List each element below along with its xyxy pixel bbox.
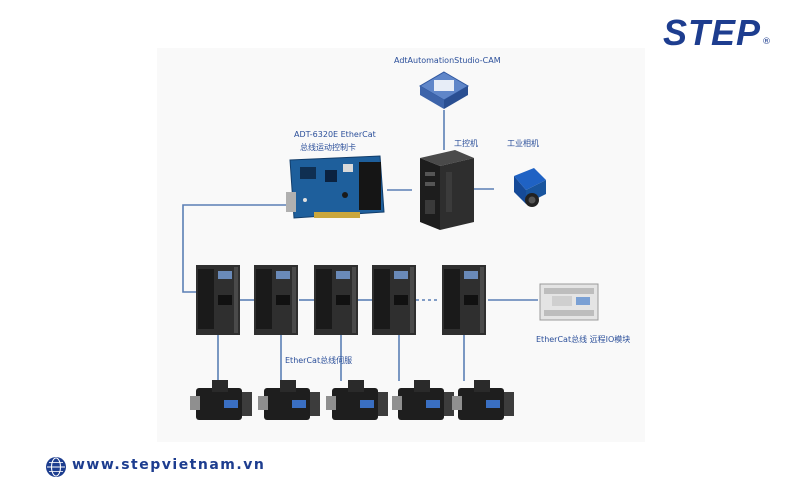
website-link[interactable]: www.stepvietnam.vn [72,457,266,473]
camera-icon [514,168,546,207]
globe-icon [46,457,66,477]
motion-card-label-2: 总线运动控制卡 [300,143,356,152]
registered-mark: ® [762,37,771,47]
industrial-pc-label: 工控机 [454,139,478,148]
camera-label: 工业相机 [507,139,539,148]
software-label: AdtAutomationStudio-CAM [394,56,501,65]
io-module-icon [539,283,599,321]
line-card-drive [182,204,290,293]
connection-lines [182,110,538,381]
motion-card-label-1: ADT-6320E EtherCat [294,130,376,139]
step-logo: STEP [663,12,762,53]
servo-motor-icon [190,380,514,420]
servo-drive-icon [196,265,486,335]
io-module-label: EtherCat总线 远程IO模块 [536,335,631,344]
industrial-pc-icon [420,150,474,230]
motion-card-icon [286,155,385,219]
servo-label: EtherCat总线伺服 [285,356,353,365]
software-box-icon [419,71,469,109]
diagram-background [157,48,645,442]
